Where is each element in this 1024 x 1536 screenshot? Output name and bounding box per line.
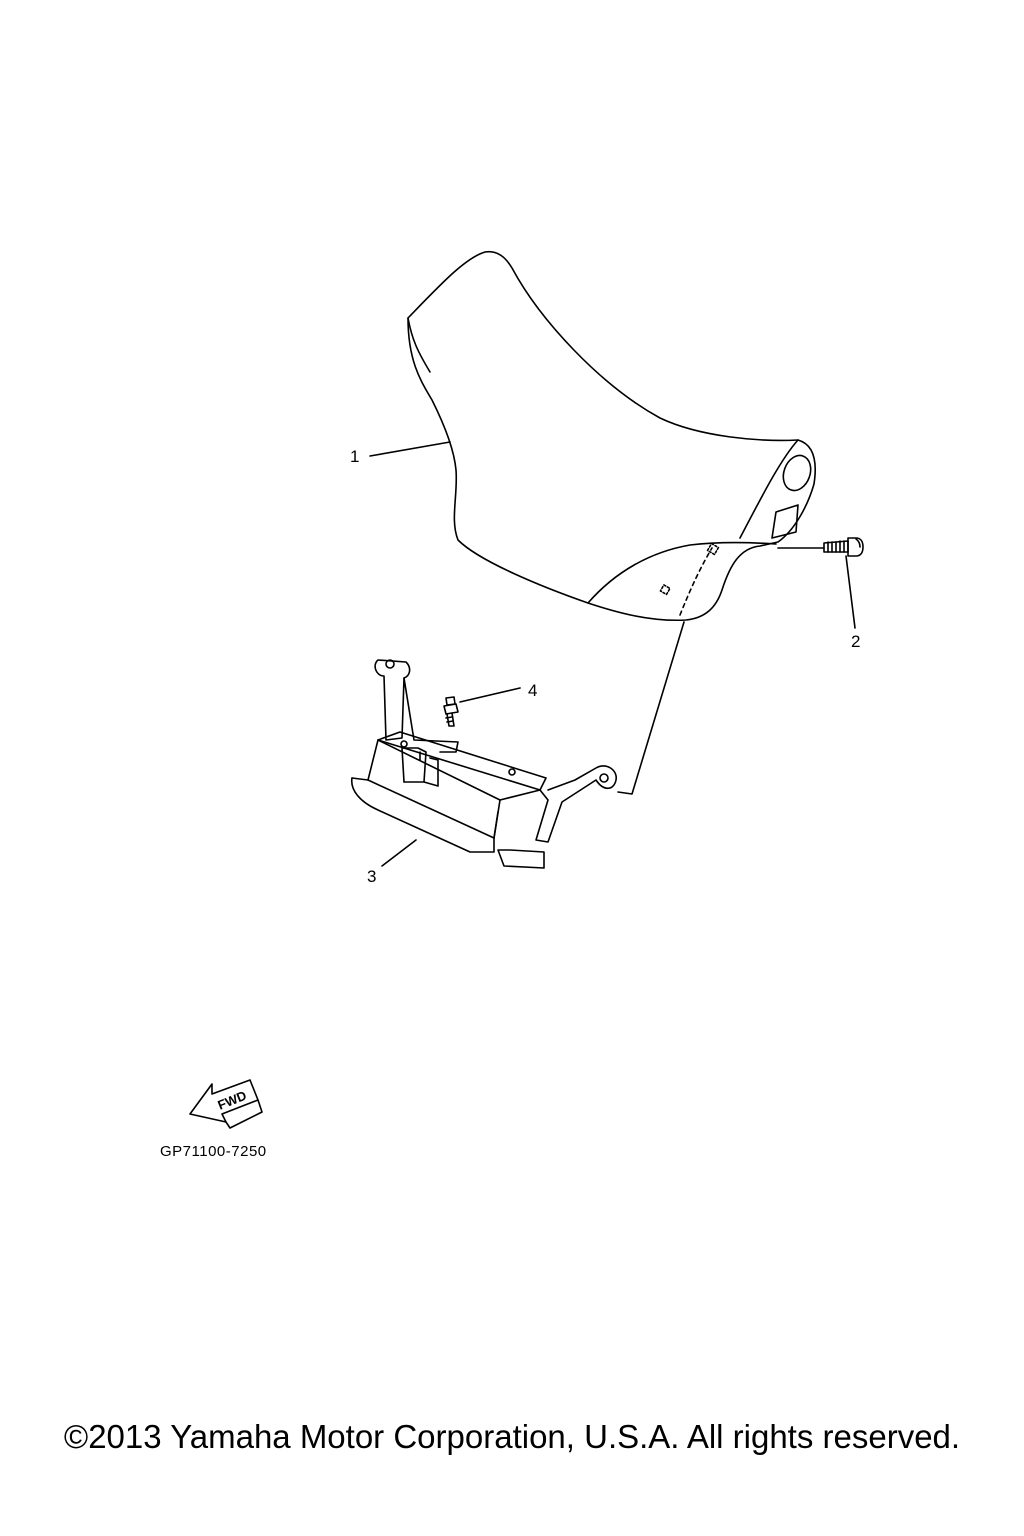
leader-line-4 [459, 687, 521, 703]
fwd-arrow-icon: FWD [189, 1079, 263, 1129]
callout-1: 1 [350, 447, 359, 466]
leader-line-seat-bracket [617, 621, 685, 795]
leader-line-2 [845, 555, 856, 629]
callout-3: 3 [367, 867, 376, 886]
copyright-notice: ©2013 Yamaha Motor Corporation, U.S.A. A… [63, 1418, 961, 1455]
screw-part [443, 696, 459, 727]
callout-2: 2 [851, 632, 860, 651]
callout-4: 4 [528, 681, 537, 700]
bolt-part [823, 537, 864, 557]
seat-part [407, 250, 816, 622]
bracket-part [351, 659, 617, 869]
reference-code: GP71100-7250 [160, 1143, 267, 1160]
leader-line-1 [369, 441, 451, 457]
leader-line-3 [381, 839, 417, 867]
